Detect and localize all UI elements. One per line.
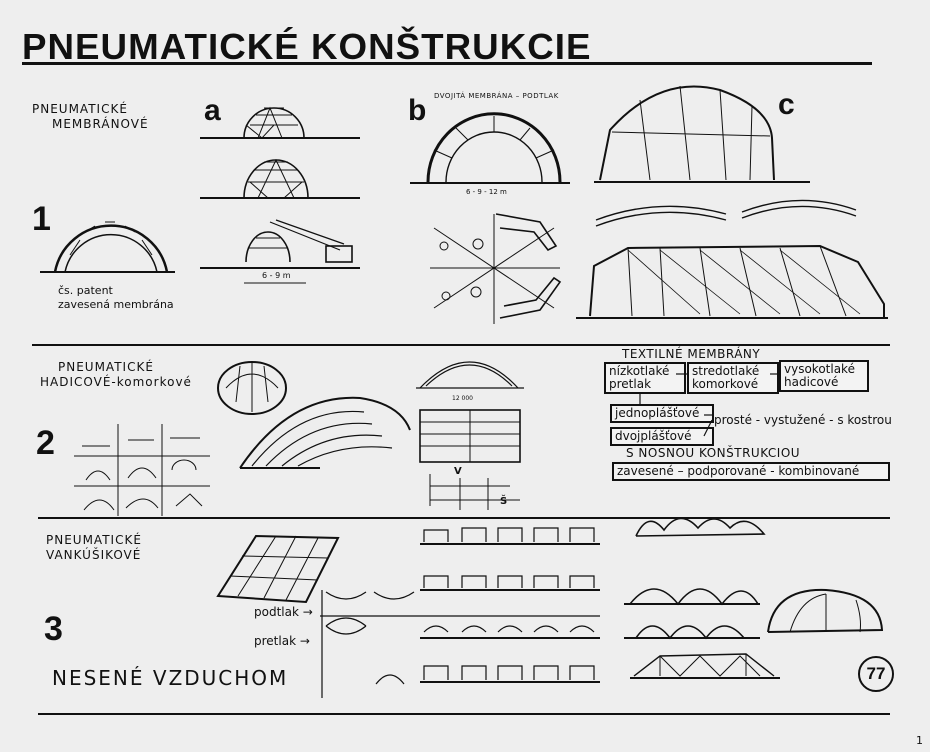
patent-caption: čs. patent zavesená membrána <box>58 284 174 312</box>
pretlak-label: pretlak → <box>254 634 310 648</box>
section1-label-line2: MEMBRÁNOVÉ <box>52 117 149 131</box>
section3-label-line1: PNEUMATICKÉ <box>46 533 142 547</box>
large-dome-drawing <box>594 85 810 183</box>
section3-number: 3 <box>44 610 63 648</box>
section1-number: 1 <box>32 200 51 238</box>
tube-variants-grid <box>74 424 210 516</box>
dome-with-crane <box>200 219 360 284</box>
patent-arch-drawing <box>40 221 175 273</box>
section-divider-2 <box>38 517 890 519</box>
radial-plan-diagram <box>430 213 562 324</box>
box-mid: stredotlaké komorkové <box>687 362 779 394</box>
variants-text: prosté - vystužené - s kostrou <box>714 413 892 427</box>
tube-section-drawings <box>416 361 524 510</box>
tube-hall-drawing <box>239 396 411 469</box>
section2-label: PNEUMATICKÉ HADICOVÉ-komorkové <box>40 360 192 390</box>
box-single: jednoplášťové <box>610 404 714 423</box>
support-title: S NOSNOU KONŠTRUKCIOU <box>626 446 801 460</box>
letter-b: b <box>408 94 427 127</box>
corner-number: 1 <box>916 734 923 747</box>
dim-crane: 6 - 9 m <box>262 271 291 280</box>
podtlak-label: podtlak → <box>254 605 313 619</box>
patent-line2: zavesená membrána <box>58 298 174 311</box>
box-high: vysokotlaké hadicové <box>779 360 869 392</box>
footer-caption: NESENÉ VZDUCHOM <box>52 666 289 690</box>
patent-line1: čs. patent <box>58 284 113 297</box>
page-number: 77 <box>866 664 886 683</box>
box-double: dvojplášťové <box>610 427 714 446</box>
pumpkin-dome <box>217 361 287 415</box>
page-number-badge: 77 <box>858 656 894 692</box>
section3-label: PNEUMATICKÉ VANKÚŠIKOVÉ <box>46 533 142 563</box>
greenhouse-hall-drawing <box>576 244 888 319</box>
textile-connectors <box>639 373 780 437</box>
section-divider-1 <box>32 344 890 346</box>
bottom-rule <box>38 713 890 715</box>
cushion-rows-drawing <box>420 527 600 683</box>
cushion-grid-roof <box>216 534 340 604</box>
truss-hall-drawing <box>630 653 780 679</box>
wavy-roof-drawing <box>635 517 766 537</box>
section2-number: 2 <box>36 424 55 462</box>
support-box: zavesené – podporované - kombinované <box>612 462 890 481</box>
box-low: nízkotlaké pretlak <box>604 362 686 394</box>
page-title: PNEUMATICKÉ KONŠTRUKCIE <box>22 26 592 67</box>
section2-label-line2: HADICOVÉ-komorkové <box>40 375 192 389</box>
title-rule <box>22 62 872 65</box>
arch-segment-drawings <box>595 199 857 227</box>
dome-clusters-drawing <box>624 588 884 640</box>
b-caption: DVOJITÁ MEMBRÁNA – PODTLAK <box>434 92 559 100</box>
letter-a: a <box>204 94 221 127</box>
cushion-section-drawings <box>320 590 600 698</box>
section1-label: PNEUMATICKÉ MEMBRÁNOVÉ <box>32 102 149 132</box>
dim-span: 6 - 9 - 12 m <box>466 188 507 196</box>
geodesic-dome-1 <box>200 106 360 139</box>
section2-label-line1: PNEUMATICKÉ <box>58 360 154 374</box>
axis-v: V <box>454 466 462 477</box>
double-membrane-arch <box>410 112 570 184</box>
geodesic-dome-2 <box>200 158 360 199</box>
axis-s: Š <box>500 496 508 507</box>
dim-width: 12 000 <box>452 395 473 402</box>
section1-label-line1: PNEUMATICKÉ <box>32 102 128 116</box>
section3-label-line2: VANKÚŠIKOVÉ <box>46 548 142 562</box>
textile-title: TEXTILNÉ MEMBRÁNY <box>622 347 761 361</box>
letter-c: c <box>778 88 795 121</box>
